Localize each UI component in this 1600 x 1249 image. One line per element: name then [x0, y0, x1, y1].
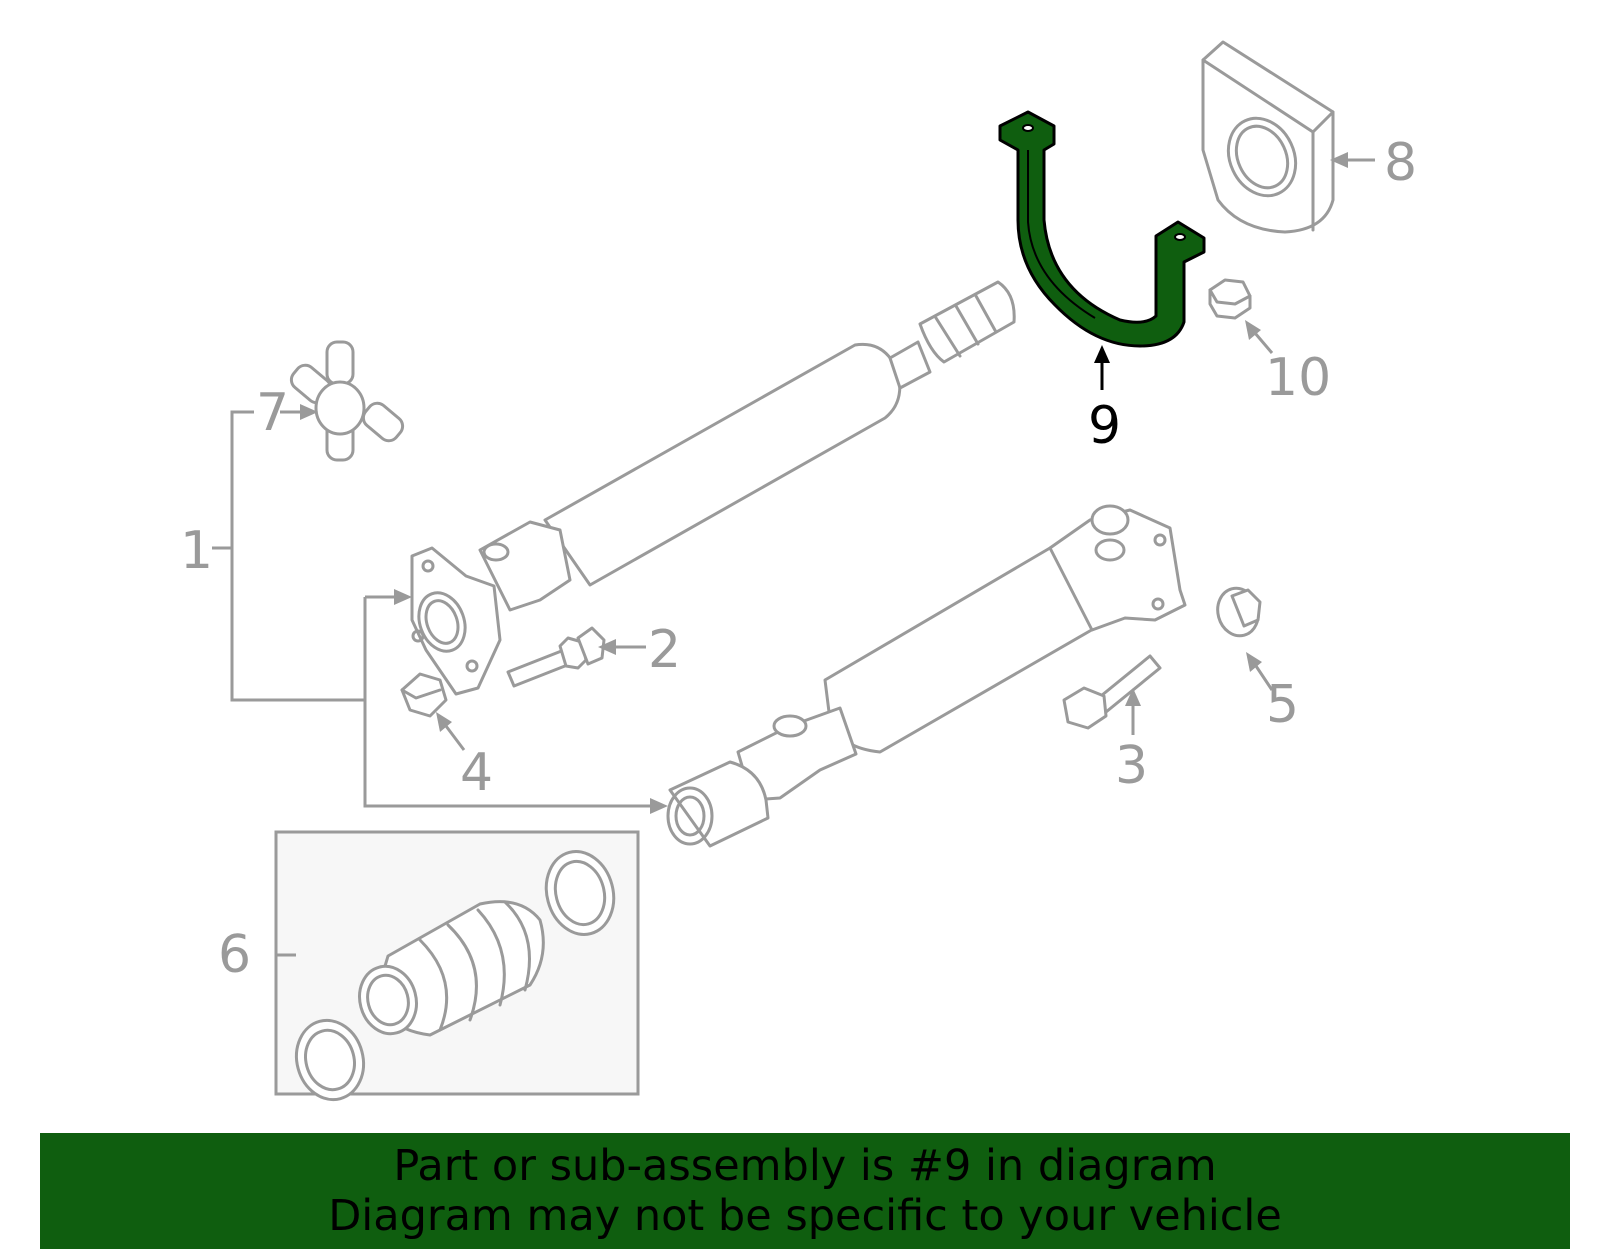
part-1-upper-shaft[interactable]	[410, 280, 1016, 696]
info-banner: Part or sub-assembly is #9 in diagram Di…	[40, 1133, 1570, 1249]
part-3-bolt[interactable]	[1062, 654, 1162, 730]
part-1-lower-shaft[interactable]	[666, 504, 1187, 848]
callout-8: 8	[1384, 133, 1417, 193]
part-2-bolt[interactable]	[506, 626, 606, 688]
part-10-nut[interactable]	[1208, 278, 1252, 320]
callout-3: 3	[1115, 736, 1148, 796]
callout-2: 2	[648, 620, 681, 680]
callout-1: 1	[180, 521, 213, 581]
part-7-universal-joint[interactable]	[287, 340, 406, 462]
part-8-bracket[interactable]	[1201, 40, 1335, 234]
callout-9: 9	[1088, 396, 1121, 456]
part-5-flange-nut[interactable]	[1212, 584, 1263, 641]
part-9-strap[interactable]	[998, 110, 1206, 348]
part-6-boot-kit[interactable]	[274, 830, 640, 1107]
callout-4: 4	[460, 743, 493, 803]
part-4-nut[interactable]	[400, 672, 448, 718]
callout-6: 6	[218, 925, 251, 985]
leader-lines	[212, 152, 1375, 957]
callout-5: 5	[1266, 675, 1299, 735]
callout-7: 7	[256, 383, 289, 443]
banner-line-1: Part or sub-assembly is #9 in diagram	[393, 1141, 1217, 1191]
banner-line-2: Diagram may not be specific to your vehi…	[328, 1191, 1282, 1241]
callout-10: 10	[1265, 348, 1331, 408]
